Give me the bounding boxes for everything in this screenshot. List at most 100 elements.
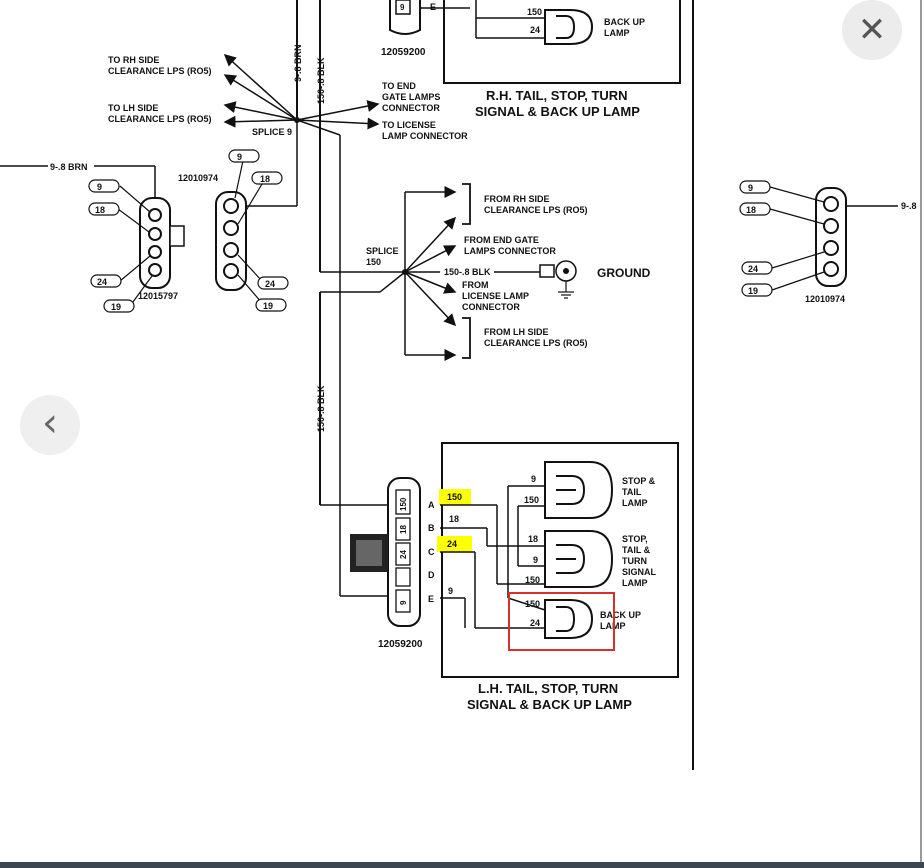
rh-backup-label-2: LAMP bbox=[604, 28, 630, 38]
rh-connector-letter: E bbox=[430, 2, 436, 12]
to-license-2: LAMP CONNECTOR bbox=[382, 131, 468, 141]
to-lh-side-2: CLEARANCE LPS (RO5) bbox=[108, 114, 212, 124]
from-end-gate-2: LAMPS CONNECTOR bbox=[464, 246, 556, 256]
to-end-gate-1: TO END bbox=[382, 81, 416, 91]
turn-wire-9: 9 bbox=[533, 555, 538, 565]
connector-12010974-right: 9 18 24 19 9-.8 12010974 bbox=[739, 180, 917, 304]
ground-wire-label: 150-.8 BLK bbox=[444, 267, 491, 277]
to-rh-side-1: TO RH SIDE bbox=[108, 55, 159, 65]
pin-a-18: 18 bbox=[95, 205, 105, 215]
lh-letter-d: D bbox=[428, 570, 435, 580]
stop-tail-wire-150: 150 bbox=[524, 495, 539, 505]
brn-wire-left-label: 9-.8 BRN bbox=[50, 162, 88, 172]
from-rh-side-2: CLEARANCE LPS (RO5) bbox=[484, 205, 588, 215]
blk-wire-label: 150-.8 BLK bbox=[316, 57, 326, 104]
turn-label-4: SIGNAL bbox=[622, 567, 657, 577]
to-lh-side-1: TO LH SIDE bbox=[108, 103, 158, 113]
pin-c-9: 9 bbox=[748, 183, 753, 193]
lh-letter-b: B bbox=[428, 523, 435, 533]
part-b-label: 12010974 bbox=[178, 173, 218, 183]
lh-letter-e: E bbox=[428, 594, 434, 604]
pin-a-24: 24 bbox=[97, 277, 107, 287]
turn-wire-150: 150 bbox=[525, 575, 540, 585]
lh-title-1: L.H. TAIL, STOP, TURN bbox=[478, 681, 618, 696]
rh-backup-wire-top: 150 bbox=[527, 7, 542, 17]
pin-b-18: 18 bbox=[260, 174, 270, 184]
lh-wire-c: 24 bbox=[447, 539, 457, 549]
chevron-left-icon: ‹ bbox=[42, 400, 58, 446]
rh-connector-pin: 9 bbox=[400, 3, 405, 12]
backup-label-2: LAMP bbox=[600, 621, 626, 631]
stop-tail-label-2: TAIL bbox=[622, 487, 642, 497]
lh-letter-c: C bbox=[428, 547, 435, 557]
bottom-bar bbox=[0, 862, 924, 868]
lh-conn-pin-9: 9 bbox=[399, 600, 408, 605]
rh-title-2: SIGNAL & BACK UP LAMP bbox=[475, 104, 640, 119]
to-license-1: TO LICENSE bbox=[382, 120, 436, 130]
to-rh-side-2: CLEARANCE LPS (RO5) bbox=[108, 66, 212, 76]
turn-label-2: TAIL & bbox=[622, 545, 651, 555]
from-lh-side-1: FROM LH SIDE bbox=[484, 327, 549, 337]
pin-b-24: 24 bbox=[265, 279, 275, 289]
pin-b-9: 9 bbox=[237, 152, 242, 162]
splice-150-label-2: 150 bbox=[366, 257, 381, 267]
rh-backup-wire-bottom: 24 bbox=[530, 25, 540, 35]
pin-c-18: 18 bbox=[746, 205, 756, 215]
highlight-24 bbox=[437, 536, 472, 552]
from-license-1: FROM bbox=[462, 280, 489, 290]
connector-12015797: 9 18 24 19 12015797 bbox=[88, 179, 185, 313]
close-button[interactable]: ✕ bbox=[842, 0, 902, 60]
lh-letter-a: A bbox=[428, 500, 435, 510]
close-icon: ✕ bbox=[857, 10, 887, 50]
previous-button[interactable]: ‹ bbox=[20, 395, 80, 455]
stop-tail-wire-9: 9 bbox=[531, 474, 536, 484]
turn-label-1: STOP, bbox=[622, 534, 648, 544]
to-end-gate-3: CONNECTOR bbox=[382, 103, 440, 113]
backup-lamp-callout bbox=[508, 592, 615, 651]
lh-connector-part: 12059200 bbox=[378, 639, 423, 650]
rh-title-1: R.H. TAIL, STOP, TURN bbox=[486, 88, 628, 103]
stop-tail-label-1: STOP & bbox=[622, 476, 656, 486]
pin-a-19: 19 bbox=[111, 302, 121, 312]
connector-12010974-left: 9 18 24 19 12010974 bbox=[178, 149, 289, 312]
lh-title-2: SIGNAL & BACK UP LAMP bbox=[467, 697, 632, 712]
from-end-gate-1: FROM END GATE bbox=[464, 235, 539, 245]
backup-label-1: BACK UP bbox=[600, 610, 641, 620]
lh-conn-pin-24: 24 bbox=[399, 550, 408, 559]
highlight-150 bbox=[439, 489, 471, 505]
pin-a-9: 9 bbox=[97, 182, 102, 192]
ground-label: GROUND bbox=[597, 266, 651, 280]
blk-wire-lower-label: 150-.8 BLK bbox=[316, 385, 326, 432]
lh-lamp-assembly: 150 18 24 9 A B C D E 12059200 150 18 24… bbox=[320, 272, 679, 712]
harness-upper: 9-.8 BRN 150-.8 BLK SPLICE 9 TO RH SIDE … bbox=[0, 0, 468, 272]
rh-lamp-assembly: 9 E 12059200 150 24 BACK UP LAMP R.H. TA… bbox=[381, 0, 681, 119]
turn-label-3: TURN bbox=[622, 556, 647, 566]
pin-c-19: 19 bbox=[748, 286, 758, 296]
lh-wire-b: 18 bbox=[449, 514, 459, 524]
splice-150-block: 150-.8 BLK SPLICE 150 FROM RH SIDE CLEAR… bbox=[316, 183, 651, 505]
from-rh-side-1: FROM RH SIDE bbox=[484, 194, 550, 204]
backup-wire-150: 150 bbox=[525, 599, 540, 609]
from-license-2: LICENSE LAMP bbox=[462, 291, 529, 301]
backup-wire-24: 24 bbox=[530, 618, 540, 628]
lh-conn-pin-150: 150 bbox=[399, 497, 408, 511]
rh-connector-part: 12059200 bbox=[381, 47, 426, 58]
brn-wire-label: 9-.8 BRN bbox=[293, 44, 303, 82]
turn-label-5: LAMP bbox=[622, 578, 648, 588]
turn-wire-18: 18 bbox=[528, 534, 538, 544]
pin-c-24: 24 bbox=[748, 264, 758, 274]
stop-tail-label-3: LAMP bbox=[622, 498, 648, 508]
rh-backup-label-1: BACK UP bbox=[604, 17, 645, 27]
to-end-gate-2: GATE LAMPS bbox=[382, 92, 440, 102]
splice-9-label: SPLICE 9 bbox=[252, 127, 292, 137]
from-license-3: CONNECTOR bbox=[462, 302, 520, 312]
lh-conn-pin-18: 18 bbox=[399, 525, 408, 534]
right-wire-label: 9-.8 bbox=[901, 201, 917, 211]
right-part-label: 12010974 bbox=[805, 294, 845, 304]
lh-wire-a: 150 bbox=[447, 492, 462, 502]
pin-b-19: 19 bbox=[263, 301, 273, 311]
lh-wire-e: 9 bbox=[448, 586, 453, 596]
part-a-label: 12015797 bbox=[138, 291, 178, 301]
from-lh-side-2: CLEARANCE LPS (RO5) bbox=[484, 338, 588, 348]
